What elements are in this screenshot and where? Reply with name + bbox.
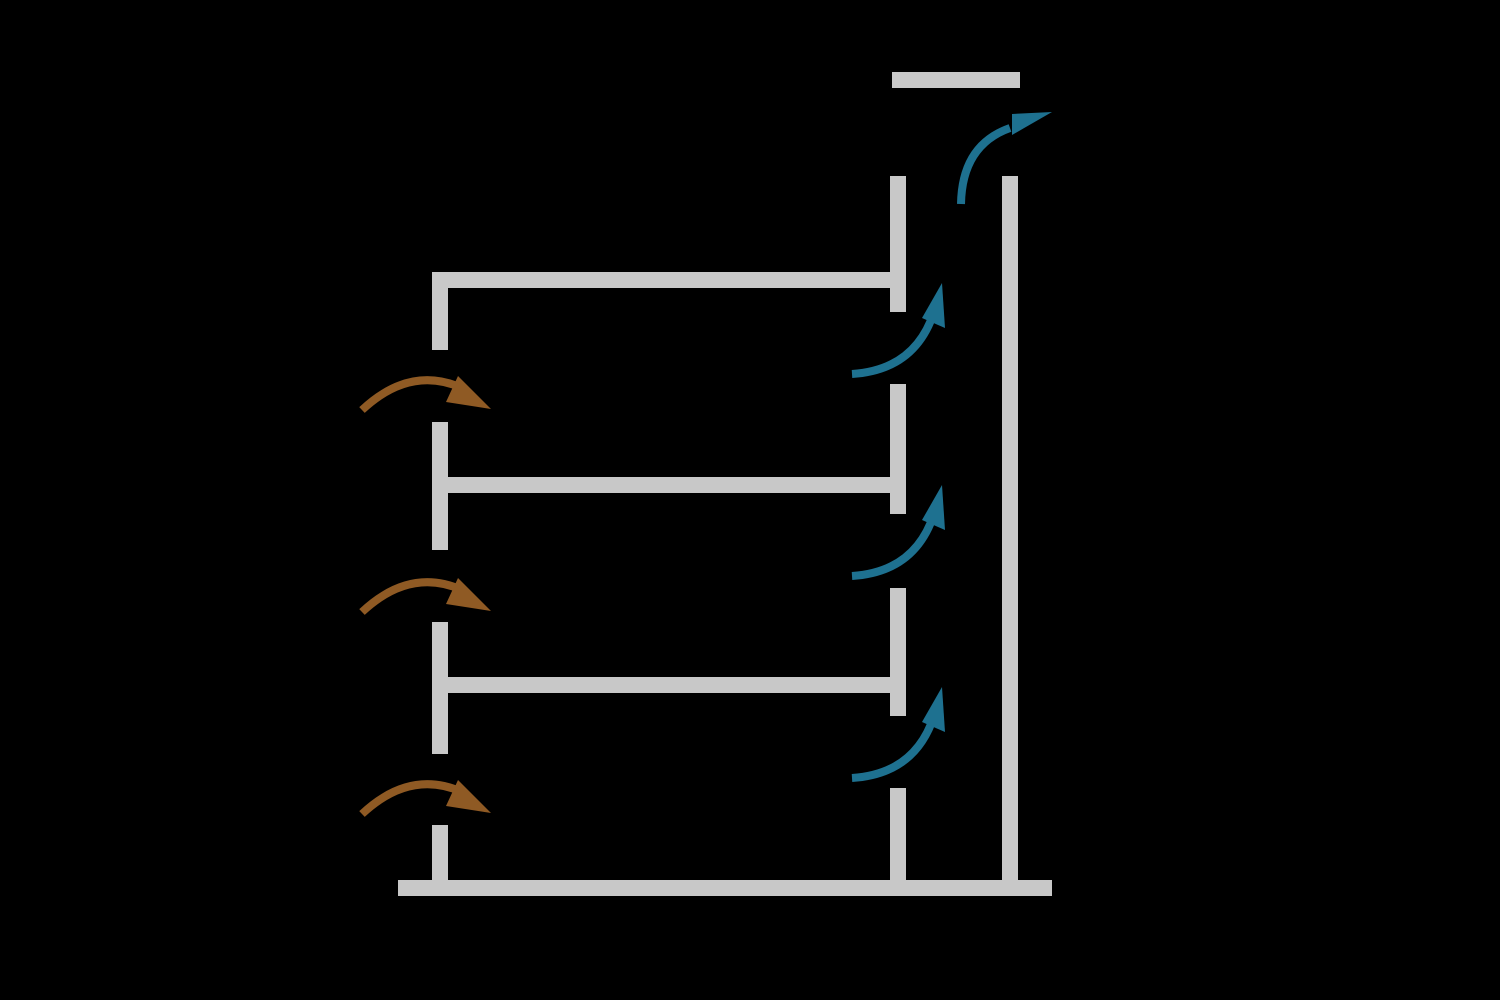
- floor-slab: [440, 677, 898, 693]
- left-wall-segment: [432, 272, 448, 350]
- chimney-cap: [892, 72, 1020, 88]
- chimney-outer-wall: [1002, 176, 1018, 882]
- ground-slab: [398, 880, 1052, 896]
- chimney-inner-wall-segment: [890, 384, 906, 514]
- outflow-arrow-icon: [851, 687, 945, 782]
- left-wall-segment: [432, 825, 448, 882]
- outflow-arrow-icon: [851, 485, 945, 580]
- roof-slab: [432, 272, 898, 288]
- inflow-arrow-icon: [359, 780, 491, 817]
- chimney-inner-wall-segment: [890, 788, 906, 882]
- chimney-inner-wall-segment: [890, 588, 906, 716]
- floor-slab: [440, 477, 898, 493]
- chimney-inner-wall-segment: [890, 176, 906, 312]
- inflow-arrow-icon: [359, 578, 491, 615]
- airflow-arrows: [359, 112, 1052, 817]
- outflow-arrow-icon: [851, 283, 945, 378]
- inflow-arrow-icon: [359, 376, 491, 413]
- building-walls: [398, 72, 1052, 896]
- exhaust-arrow-icon: [957, 112, 1052, 205]
